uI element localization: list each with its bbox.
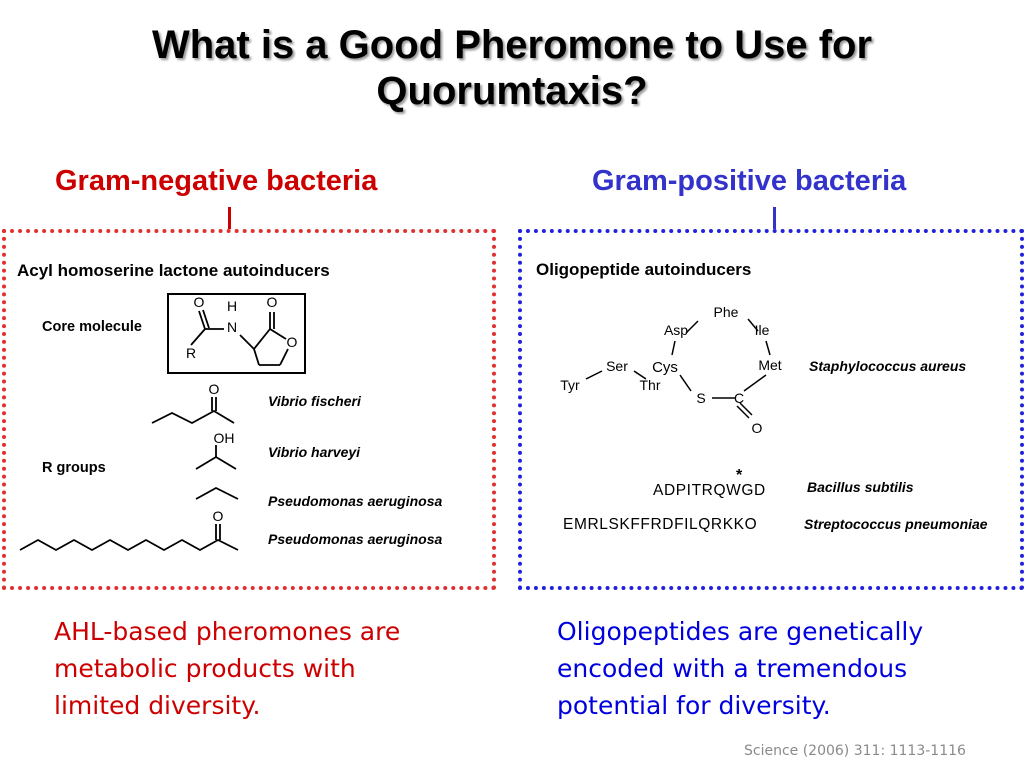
core-ring-oxygen: O bbox=[287, 334, 298, 350]
organism-pseudomonas-aeruginosa-1: Pseudomonas aeruginosa bbox=[268, 493, 443, 509]
organism-vibrio-fischeri: Vibrio fischeri bbox=[268, 393, 361, 409]
ahl-panel: Acyl homoserine lactone autoinducers Cor… bbox=[2, 229, 496, 590]
residue-cys: Cys bbox=[652, 359, 678, 376]
thioester-sulfur: S bbox=[696, 390, 705, 406]
core-amide-nitrogen: N bbox=[227, 319, 237, 335]
thioester-carbon: C bbox=[734, 390, 744, 406]
staph-aip-structure: Cys Asp Phe Ile Met Ser Tyr Thr S C O bbox=[560, 304, 782, 436]
core-lactone-carbonyl-oxygen: O bbox=[267, 294, 278, 310]
ahl-caption-line-3: limited diversity. bbox=[54, 691, 261, 720]
oligopeptide-panel: Oligopeptide autoinducers Cys Asp Phe Il… bbox=[518, 229, 1024, 590]
residue-tyr: Tyr bbox=[560, 377, 580, 393]
citation: Science (2006) 311: 1113-1116 bbox=[744, 743, 966, 759]
gram-positive-connector bbox=[773, 207, 776, 229]
organism-bacillus-subtilis: Bacillus subtilis bbox=[807, 479, 914, 495]
residue-phe: Phe bbox=[714, 304, 739, 320]
sequence-bacillus: ADPITRQWGD bbox=[653, 482, 766, 499]
ahl-caption-line-2: metabolic products with bbox=[54, 654, 356, 683]
gram-positive-heading: Gram-positive bacteria bbox=[592, 165, 907, 197]
residue-asp: Asp bbox=[664, 322, 688, 338]
organism-vibrio-harveyi: Vibrio harveyi bbox=[268, 444, 361, 460]
organism-pseudomonas-aeruginosa-2: Pseudomonas aeruginosa bbox=[268, 531, 443, 547]
ahl-caption-line-1: AHL-based pheromones are bbox=[54, 617, 401, 646]
organism-streptococcus-pneumoniae: Streptococcus pneumoniae bbox=[804, 516, 988, 532]
ahl-panel-title: Acyl homoserine lactone autoinducers bbox=[17, 261, 330, 280]
thioester-oxygen: O bbox=[752, 420, 763, 436]
core-carbonyl-oxygen: O bbox=[194, 294, 205, 310]
residue-met: Met bbox=[758, 357, 781, 373]
oligopeptide-caption: Oligopeptides are genetically encoded wi… bbox=[557, 613, 923, 724]
gram-negative-heading: Gram-negative bacteria bbox=[55, 165, 378, 197]
core-molecule-label: Core molecule bbox=[42, 319, 142, 335]
core-structure-frame bbox=[167, 293, 306, 374]
oligopeptide-panel-title: Oligopeptide autoinducers bbox=[536, 260, 752, 279]
organism-staphylococcus-aureus: Staphylococcus aureus bbox=[809, 358, 967, 374]
core-amide-hydrogen: H bbox=[227, 298, 237, 314]
r-group-long-oxygen: O bbox=[213, 508, 224, 524]
ahl-core-structure: O H N O O R bbox=[167, 293, 306, 374]
slide-title-line-2: Quorumtaxis? bbox=[376, 69, 648, 113]
modification-asterisk: * bbox=[736, 467, 743, 484]
sequence-streptococcus: EMRLSKFFRDFILQRKKO bbox=[563, 516, 758, 533]
residue-ser: Ser bbox=[606, 358, 628, 374]
r-group-pseudomonas-short-structure bbox=[195, 486, 239, 500]
r-group-vibrio-fischeri-structure: O bbox=[151, 381, 235, 425]
r-group-pseudomonas-long-structure: O bbox=[19, 508, 239, 552]
oligopeptide-caption-line-3: potential for diversity. bbox=[557, 691, 831, 720]
r-group-vibrio-harveyi-structure: OH bbox=[195, 430, 237, 470]
slide-title: What is a Good Pheromone to Use for Quor… bbox=[0, 22, 1024, 114]
core-r-group: R bbox=[186, 345, 196, 361]
gram-negative-connector bbox=[228, 207, 231, 229]
r-group-ketone-oxygen: O bbox=[209, 381, 220, 397]
oligopeptide-caption-line-2: encoded with a tremendous bbox=[557, 654, 908, 683]
r-groups-label: R groups bbox=[42, 460, 106, 476]
residue-ile: Ile bbox=[755, 322, 770, 338]
residue-thr: Thr bbox=[640, 377, 661, 393]
slide-title-line-1: What is a Good Pheromone to Use for bbox=[151, 23, 873, 67]
ahl-caption: AHL-based pheromones are metabolic produ… bbox=[54, 613, 400, 724]
oligopeptide-caption-line-1: Oligopeptides are genetically bbox=[557, 617, 924, 646]
r-group-hydroxyl: OH bbox=[214, 430, 235, 446]
